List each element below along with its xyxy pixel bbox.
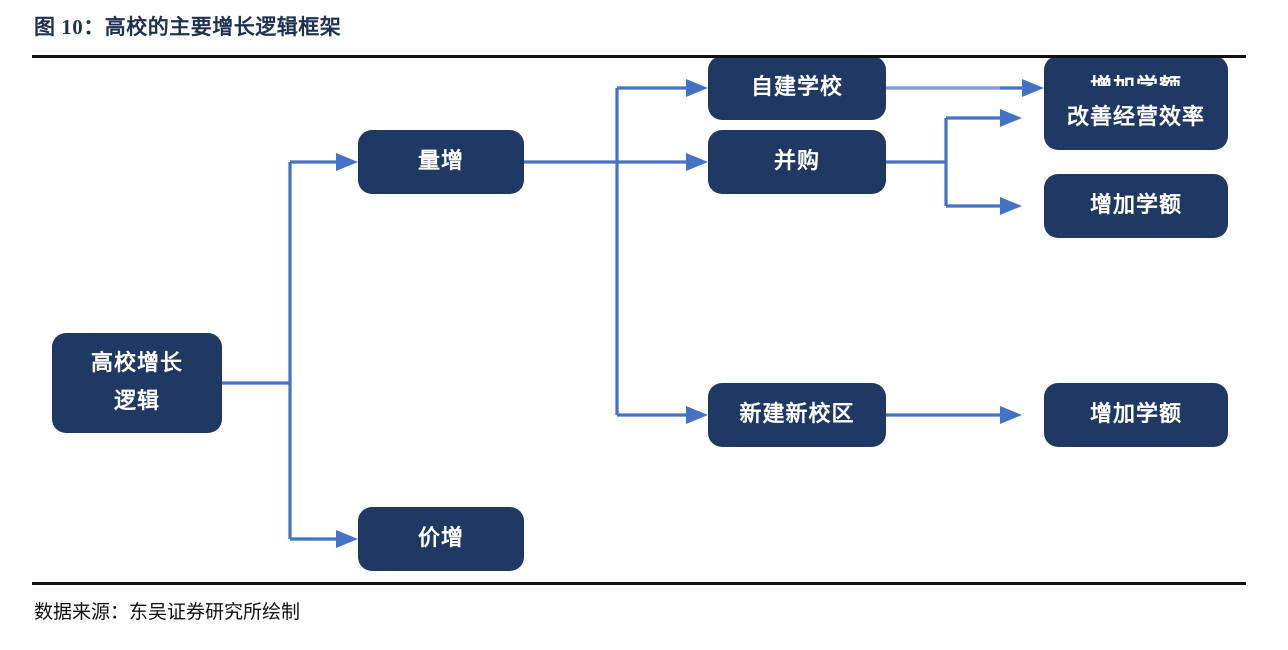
node-selfbuild-label: 自建学校 bbox=[751, 74, 843, 99]
node-volume-label: 量增 bbox=[418, 148, 464, 173]
edge-root-to-price bbox=[290, 530, 358, 548]
edge-root-to-volume bbox=[290, 153, 358, 171]
figure-source: 数据来源：东吴证券研究所绘制 bbox=[34, 602, 301, 623]
edge-root-branchpoint bbox=[222, 162, 292, 539]
node-volume-box[interactable] bbox=[358, 130, 524, 194]
node-ma-label: 并购 bbox=[774, 148, 820, 173]
node-root[interactable]: 高校增长 逻辑 bbox=[52, 333, 222, 433]
node-efficiency-label: 改善经营效率 bbox=[1067, 104, 1205, 129]
node-price[interactable]: 价增 bbox=[358, 507, 524, 571]
edge-volume-to-selfbuild bbox=[617, 79, 708, 97]
node-price-label: 价增 bbox=[418, 525, 464, 550]
node-quota-3[interactable]: 增加学额 bbox=[1044, 383, 1228, 447]
node-quota-2-box[interactable] bbox=[1044, 174, 1228, 238]
node-volume[interactable]: 量增 bbox=[358, 130, 524, 194]
node-root-box[interactable] bbox=[52, 333, 222, 433]
node-root-label-line1: 高校增长 bbox=[91, 350, 183, 375]
edge-ma-branchpoint bbox=[886, 118, 948, 206]
figure-top-rule bbox=[32, 55, 1246, 58]
node-selfbuild[interactable]: 自建学校 bbox=[708, 58, 886, 120]
node-quota-3-label: 增加学额 bbox=[1090, 401, 1182, 426]
figure-bottom-rule bbox=[32, 582, 1246, 585]
node-quota-2-label: 增加学额 bbox=[1090, 192, 1182, 217]
edge-selfbuild-to-quota1 bbox=[886, 79, 1044, 97]
edge-ma-to-quota2 bbox=[946, 197, 1022, 215]
flowchart-canvas: 高校增长 逻辑 量增 价增 自建学校 并购 新建新校区 bbox=[52, 58, 1228, 571]
node-price-box[interactable] bbox=[358, 507, 524, 571]
node-ma-box[interactable] bbox=[708, 130, 886, 194]
node-selfbuild-box[interactable] bbox=[708, 58, 886, 120]
node-efficiency[interactable]: 改善经营效率 bbox=[1044, 86, 1228, 150]
node-newcampus-label: 新建新校区 bbox=[739, 401, 854, 426]
edge-ma-to-efficiency bbox=[946, 109, 1022, 127]
node-newcampus[interactable]: 新建新校区 bbox=[708, 383, 886, 447]
edge-volume-to-ma bbox=[617, 153, 708, 171]
node-quota-2[interactable]: 增加学额 bbox=[1044, 174, 1228, 238]
node-quota-3-box[interactable] bbox=[1044, 383, 1228, 447]
edge-newcampus-to-quota3 bbox=[886, 406, 1022, 424]
node-newcampus-box[interactable] bbox=[708, 383, 886, 447]
node-root-label-line2: 逻辑 bbox=[114, 388, 160, 413]
node-ma[interactable]: 并购 bbox=[708, 130, 886, 194]
edge-volume-to-newcampus bbox=[617, 406, 708, 424]
node-efficiency-box[interactable] bbox=[1044, 86, 1228, 150]
figure-title: 图 10：高校的主要增长逻辑框架 bbox=[34, 15, 342, 39]
edge-volume-branchpoint bbox=[524, 88, 619, 415]
